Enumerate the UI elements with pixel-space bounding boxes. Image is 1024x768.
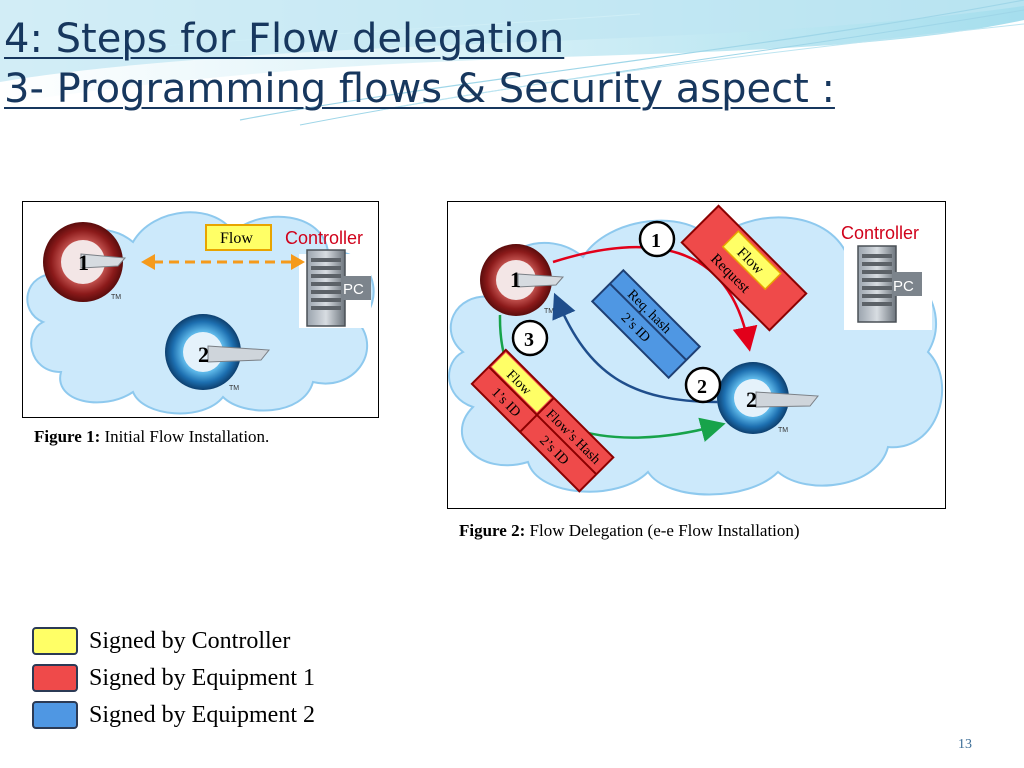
flow-request-tag: Flow Request [680, 204, 808, 332]
step-3-marker: 3 [511, 319, 549, 357]
svg-text:TM: TM [778, 427, 788, 434]
header-wave-decoration [0, 0, 1024, 126]
legend-swatch-controller [32, 627, 78, 655]
controller-label: Controller [841, 223, 919, 243]
page-number: 13 [958, 737, 972, 752]
svg-text:1: 1 [651, 230, 661, 252]
figure-1-caption-text: Initial Flow Installation. [100, 427, 270, 446]
figure-2-caption-label: Figure 2: [459, 521, 526, 540]
controller-label: Controller [285, 228, 363, 248]
legend-label-equipment-1: Signed by Equipment 1 [89, 665, 315, 691]
switch-2-icon: TM [165, 314, 270, 392]
pc-label: PC [893, 278, 914, 295]
figure-1-caption-label: Figure 1: [34, 427, 101, 446]
flow-delegation-tag: Flow 1’s ID Flow’s Hash 2’s ID [470, 348, 615, 493]
svg-text:2: 2 [697, 376, 707, 398]
svg-text:TM: TM [544, 308, 554, 315]
request-hash-arrow [552, 292, 719, 404]
svg-text:TM: TM [229, 385, 239, 392]
title-line-1: 4: Steps for Flow delegation [4, 16, 565, 62]
step-1-marker: 1 [638, 220, 676, 258]
switch-1-label: 1 [510, 267, 521, 292]
figure-2-diagram: Controller PC TM 1 TM [447, 201, 946, 509]
figure-1-caption: Figure 1: Initial Flow Installation. [34, 427, 269, 447]
title-line-2: 3- Programming flows & Security aspect : [4, 66, 835, 112]
flow-tag-controller-signed: Flow [205, 224, 272, 251]
figure-1-diagram: TM 1 TM 2 Controller PC [22, 201, 379, 418]
svg-text:Flow: Flow [220, 230, 253, 247]
controller-server-icon: PC [299, 249, 371, 328]
switch-1-label: 1 [78, 250, 89, 275]
switch-1-icon: TM [43, 222, 127, 302]
flow-install-arrow [141, 254, 305, 270]
switch-2-label: 2 [198, 342, 209, 367]
step-2-marker: 2 [684, 366, 722, 404]
legend-label-controller: Signed by Controller [89, 628, 291, 654]
slide-title: 4: Steps for Flow delegation 3- Programm… [4, 14, 835, 114]
legend-swatch-equipment-1 [32, 664, 78, 692]
switch-1-icon: TM [480, 244, 565, 316]
switch-2-icon: TM [717, 362, 819, 434]
switch-2-label: 2 [746, 387, 757, 412]
controller-server-icon: PC [844, 245, 932, 330]
request-hash-tag: Req. hash 2’s ID [590, 268, 702, 380]
svg-text:TM: TM [111, 294, 121, 301]
pc-label: PC [343, 281, 364, 298]
figure-2-caption: Figure 2: Flow Delegation (e-e Flow Inst… [459, 521, 800, 541]
flow-request-arrow [552, 245, 758, 352]
legend-label-equipment-2: Signed by Equipment 2 [89, 702, 315, 728]
figure-2-caption-text: Flow Delegation (e-e Flow Installation) [525, 521, 800, 540]
svg-text:3: 3 [524, 329, 534, 351]
legend-swatch-equipment-2 [32, 701, 78, 729]
